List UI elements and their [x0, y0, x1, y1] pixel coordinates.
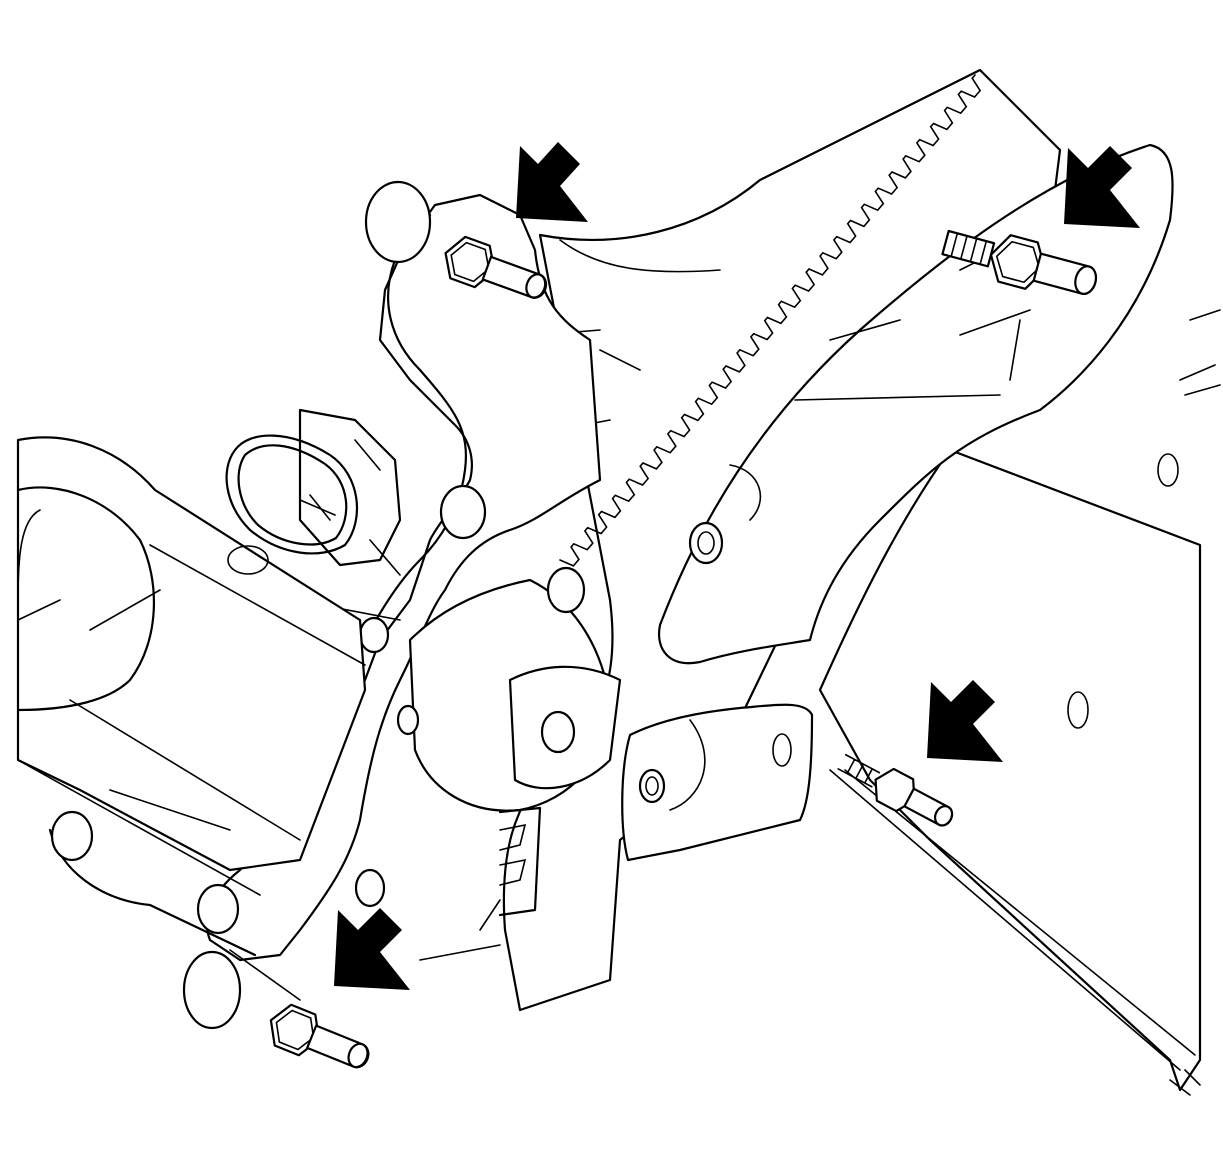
motor-mount-plate	[205, 193, 602, 1001]
arrow-icon	[516, 142, 588, 222]
drive-pinion	[396, 566, 622, 917]
bolt-washer-icon	[364, 180, 432, 264]
bolt-icon	[269, 1003, 370, 1069]
window-motor	[16, 436, 367, 957]
bolt-icon	[444, 235, 548, 299]
bolt-icon	[837, 753, 954, 827]
arrow-icon	[927, 680, 1003, 762]
motor-connector	[225, 408, 402, 576]
regulator-channel	[818, 309, 1221, 1096]
arrow-icon	[1064, 146, 1140, 228]
bolt-washer-icon	[182, 950, 242, 1030]
bolt-icon	[941, 229, 1098, 295]
arrow-icon	[334, 908, 410, 990]
gear-teeth	[559, 74, 982, 567]
